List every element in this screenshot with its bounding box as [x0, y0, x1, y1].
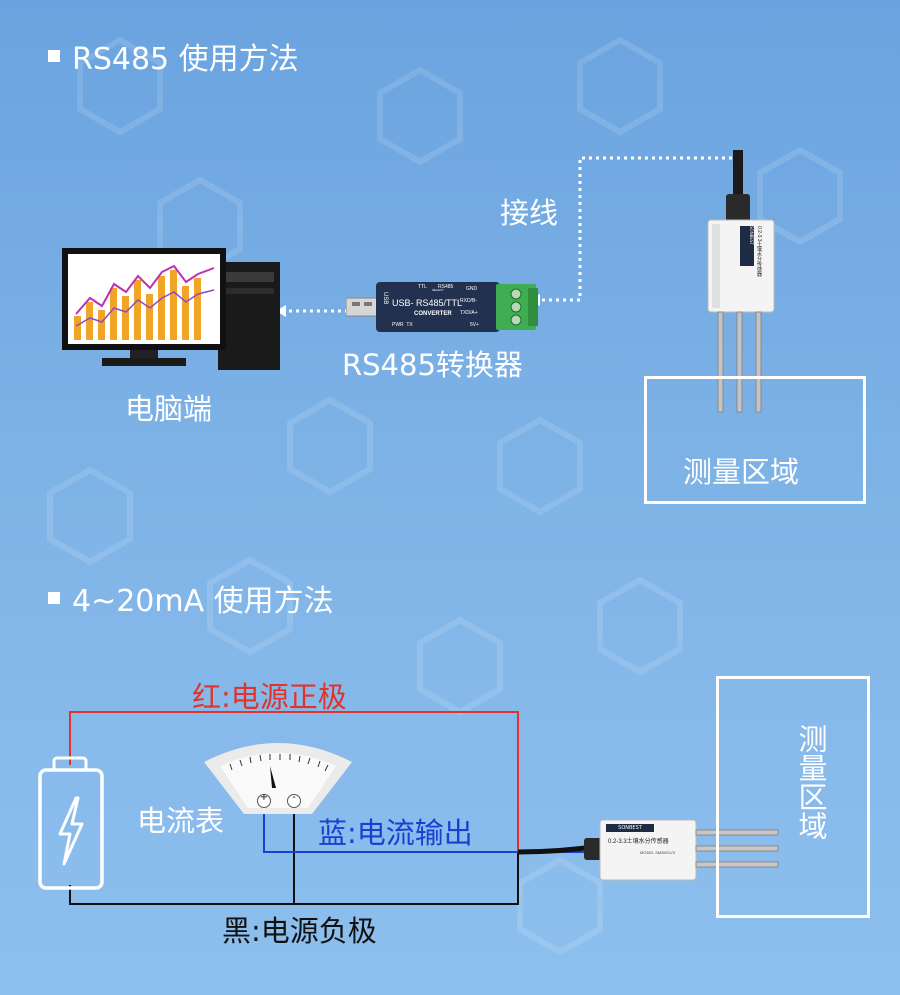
sensor-brand-text: SONBEST [740, 226, 754, 266]
wiring-label: 接线 [500, 196, 559, 230]
pc-tower-icon [218, 262, 280, 370]
pc-label: 电脑端 [125, 392, 213, 426]
lightning-icon [58, 796, 84, 866]
battery-icon [38, 756, 104, 890]
current-title-text: 4~20mA 使用方法 [72, 584, 334, 619]
signal-wire-label: 蓝:电流输出 [318, 816, 473, 850]
sensor-brand-text: SONBEST [606, 824, 654, 832]
blue-signal-wire [263, 800, 600, 853]
rs485-zone-label: 测量区域 [683, 455, 800, 489]
meter-needle [270, 766, 276, 788]
sensor-title-text: 0.2-3.3土壤水分传感器 [608, 839, 669, 845]
converter-rs485-text: RS485 [438, 284, 454, 290]
negative-wire-label: 黑:电源负极 [222, 914, 377, 948]
converter-ttl-text: TTL [418, 284, 427, 290]
converter-pin-2: RXD/B- [460, 298, 477, 304]
meter-plus-terminal: + [259, 792, 269, 803]
converter-pin-3: TXD/A+ [460, 310, 478, 316]
bullet-square-icon [48, 592, 60, 604]
soil-sensor-icon: SONBEST 0.2-3.3土壤水分传感器 [700, 150, 780, 415]
converter-pin-1: GND [466, 286, 478, 292]
sensor-title-text: 0.2-3.3土壤水分传感器 [756, 226, 762, 277]
arrow-to-pc-icon [276, 305, 286, 317]
usb-converter-icon: USB- RS485/TTL CONVERTER USB TTL SELECT … [346, 278, 542, 334]
monitor-icon [62, 248, 226, 366]
rs485-title-text: RS485 使用方法 [72, 42, 299, 77]
converter-usb-text: USB [382, 292, 388, 305]
meter-minus-terminal: - [292, 792, 296, 803]
soil-sensor-icon: SONBEST 0.2-3.3土壤水分传感器 MODEL SM2601V3 [584, 816, 780, 882]
current-zone-label: 测量区域 [794, 724, 828, 840]
ammeter-label: 电流表 [137, 804, 225, 838]
converter-led-text: PWR TX [392, 322, 413, 328]
rs485-measure-zone [644, 376, 866, 504]
current-measure-zone [716, 676, 870, 918]
converter-model-text: USB- RS485/TTL [392, 298, 463, 308]
ammeter-icon [204, 743, 352, 814]
converter-pin-4: 5V+ [470, 322, 480, 328]
positive-wire-label: 红:电源正极 [192, 680, 347, 714]
converter-label: RS485转换器 [342, 348, 523, 382]
bullet-square-icon [48, 50, 60, 62]
red-positive-wire [69, 711, 519, 852]
current-section-title: 4~20mA 使用方法 [48, 576, 334, 620]
pc-illustration [62, 248, 280, 370]
rs485-section-title: RS485 使用方法 [48, 34, 299, 78]
converter-select-text: SELECT [432, 288, 444, 292]
converter-sub-text: CONVERTER [414, 311, 452, 317]
sensor-model-text: MODEL SM2601V3 [640, 850, 675, 855]
